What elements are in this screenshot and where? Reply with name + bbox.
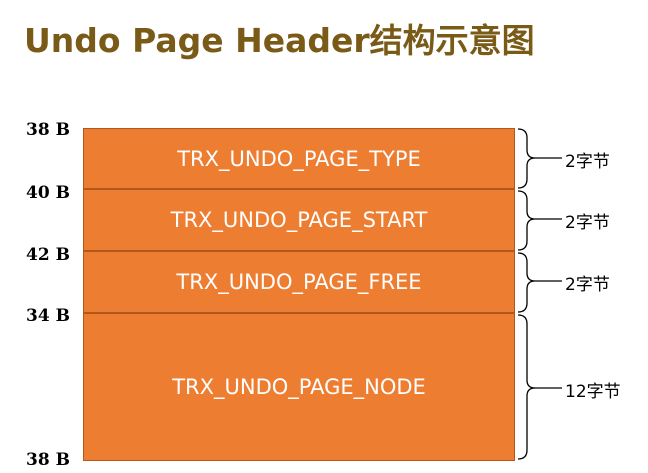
offset-label-1: 40 B: [26, 183, 70, 203]
offset-label-2: 42 B: [26, 245, 70, 265]
field-name: TRX_UNDO_PAGE_TYPE: [177, 146, 421, 171]
size-label-4: 12字节: [565, 382, 621, 402]
brace-1: [517, 128, 536, 189]
offset-label-3: 34 B: [26, 306, 70, 326]
field-block-page-type: TRX_UNDO_PAGE_TYPE: [83, 128, 515, 189]
field-block-page-free: TRX_UNDO_PAGE_FREE: [83, 251, 515, 313]
offset-label-4: 38 B: [26, 450, 70, 470]
size-label-2: 2字节: [565, 213, 610, 233]
size-label-1: 2字节: [565, 152, 610, 172]
brace-2: [517, 190, 536, 251]
brace-4: [517, 314, 536, 460]
field-name: TRX_UNDO_PAGE_START: [170, 208, 428, 232]
field-block-page-start: TRX_UNDO_PAGE_START: [83, 189, 515, 251]
brace-3: [517, 252, 536, 313]
field-name: TRX_UNDO_PAGE_FREE: [176, 270, 422, 294]
offset-label-0: 38 B: [26, 120, 70, 140]
diagram-title: Undo Page Header结构示意图: [24, 21, 535, 60]
size-label-3: 2字节: [565, 275, 610, 295]
field-block-page-node: TRX_UNDO_PAGE_NODE: [83, 313, 515, 461]
field-name: TRX_UNDO_PAGE_NODE: [172, 375, 426, 399]
